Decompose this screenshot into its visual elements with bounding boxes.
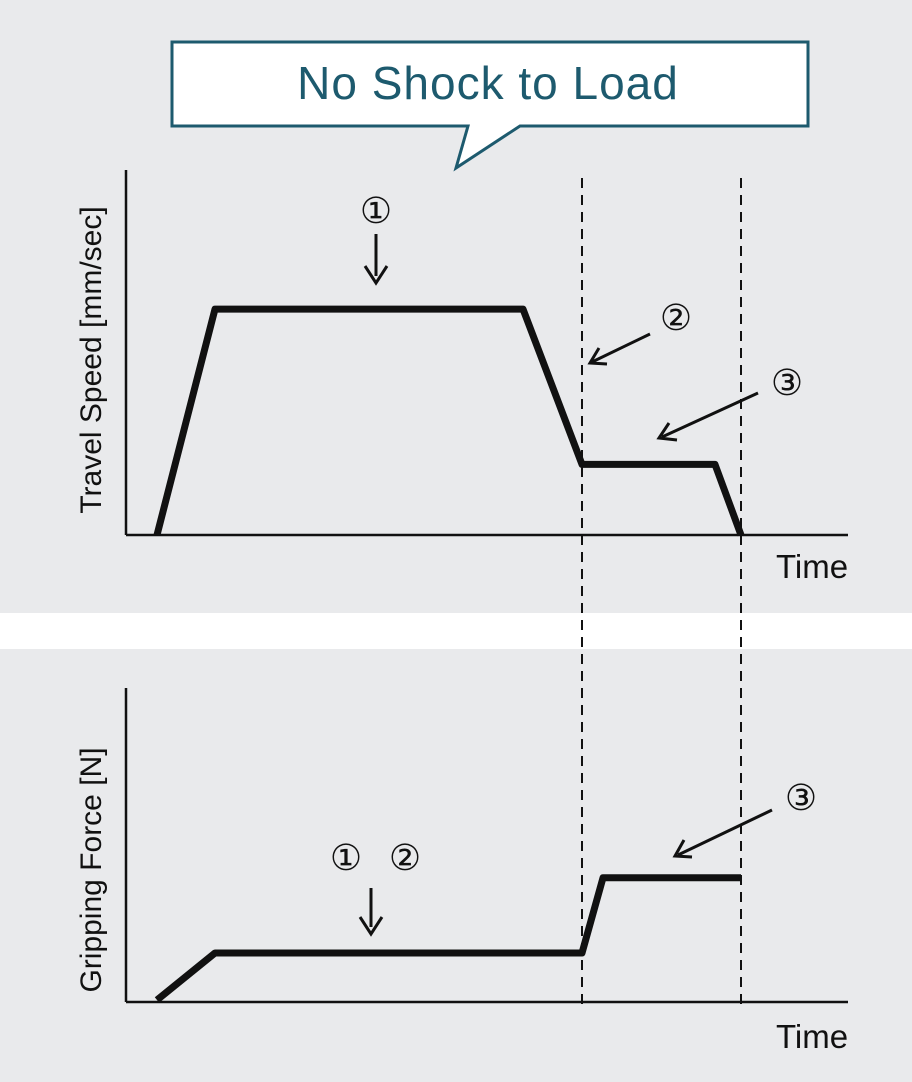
- force-marker-3-arrow-shaft: [677, 808, 773, 857]
- speed-y-axis-label: Travel Speed [mm/sec]: [75, 206, 108, 513]
- force-panel-background: [0, 649, 912, 1082]
- force-marker-2: ②: [389, 838, 421, 879]
- callout-bubble: [170, 40, 810, 172]
- speed-marker-2-arrow-shaft: [591, 332, 651, 364]
- callout-text: No Shock to Load: [297, 57, 679, 109]
- speed-marker-3-arrow-shaft: [661, 391, 759, 439]
- speed-marker-2: ②: [660, 298, 692, 339]
- force-y-axis-label: Gripping Force [N]: [75, 747, 108, 992]
- speed-marker-3: ③: [771, 363, 803, 404]
- speed-marker-3-arrow-head: [656, 422, 678, 442]
- speed-series-line: [153, 305, 745, 537]
- force-marker-3: ③: [785, 778, 817, 819]
- speed-marker-2-arrow-head: [587, 347, 608, 366]
- force-marker-3-arrow-head: [672, 839, 693, 859]
- speed-marker-1-arrow-head: [363, 265, 389, 286]
- force-marker-1: ①: [330, 838, 362, 879]
- force-x-axis-label: Time: [776, 1018, 848, 1055]
- speed-marker-1: ①: [360, 191, 392, 232]
- force-marker-arrow-head: [358, 916, 384, 937]
- force-series-line: [154, 874, 741, 1003]
- speed-x-axis-label: Time: [776, 548, 848, 585]
